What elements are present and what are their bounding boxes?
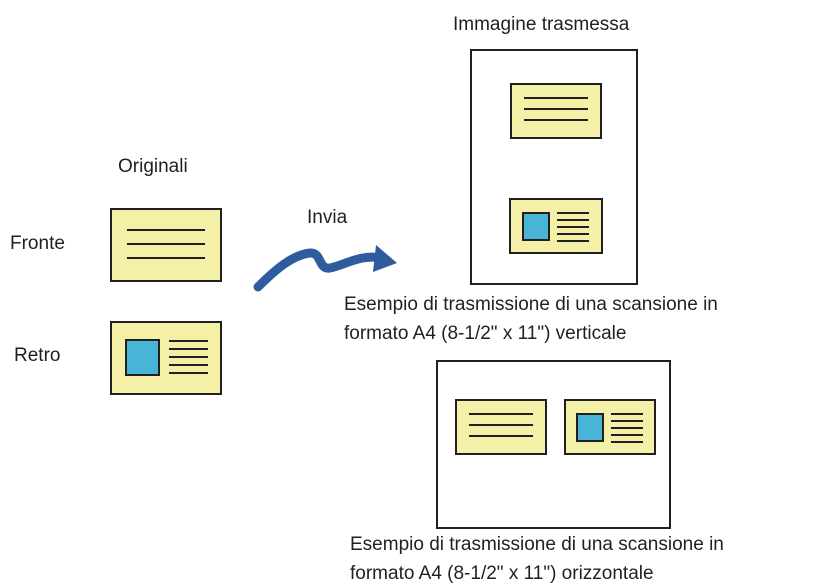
text-line — [469, 435, 533, 437]
send-label: Invia — [307, 207, 348, 228]
text-line — [611, 427, 643, 429]
text-line — [169, 340, 208, 342]
text-line — [169, 356, 208, 358]
photo-icon — [522, 212, 550, 241]
text-line — [169, 372, 208, 374]
text-line — [611, 441, 643, 443]
text-line — [127, 243, 205, 245]
text-line — [127, 229, 205, 231]
portrait-page — [470, 49, 638, 285]
text-line — [557, 212, 589, 214]
text-line — [557, 233, 589, 235]
text-line — [524, 97, 588, 99]
text-line — [127, 257, 205, 259]
photo-icon — [576, 413, 604, 442]
portrait-caption-line1: Esempio di trasmissione di una scansione… — [344, 294, 718, 315]
portrait-caption: Esempio di trasmissione di una scansione… — [344, 290, 718, 348]
portrait-back-card — [509, 198, 603, 254]
portrait-front-card — [510, 83, 602, 139]
text-line — [469, 424, 533, 426]
front-label: Fronte — [10, 233, 65, 254]
text-line — [557, 219, 589, 221]
text-line — [611, 413, 643, 415]
text-line — [469, 413, 533, 415]
text-line — [611, 420, 643, 422]
portrait-caption-line2: formato A4 (8-1/2" x 11") verticale — [344, 323, 627, 344]
landscape-caption-line2: formato A4 (8-1/2" x 11") orizzontale — [350, 563, 654, 584]
front-original-card — [110, 208, 222, 282]
landscape-caption: Esempio di trasmissione di una scansione… — [350, 530, 724, 588]
text-line — [169, 364, 208, 366]
landscape-caption-line1: Esempio di trasmissione di una scansione… — [350, 534, 724, 555]
originals-label: Originali — [118, 156, 188, 177]
text-line — [611, 434, 643, 436]
text-line — [169, 348, 208, 350]
text-line — [524, 119, 588, 121]
back-label: Retro — [14, 345, 61, 366]
landscape-page — [436, 360, 671, 529]
back-original-card — [110, 321, 222, 395]
transmitted-image-title: Immagine trasmessa — [453, 14, 630, 35]
landscape-back-card — [564, 399, 656, 455]
text-line — [557, 240, 589, 242]
landscape-front-card — [455, 399, 547, 455]
text-line — [524, 108, 588, 110]
photo-icon — [125, 339, 160, 376]
text-line — [557, 226, 589, 228]
